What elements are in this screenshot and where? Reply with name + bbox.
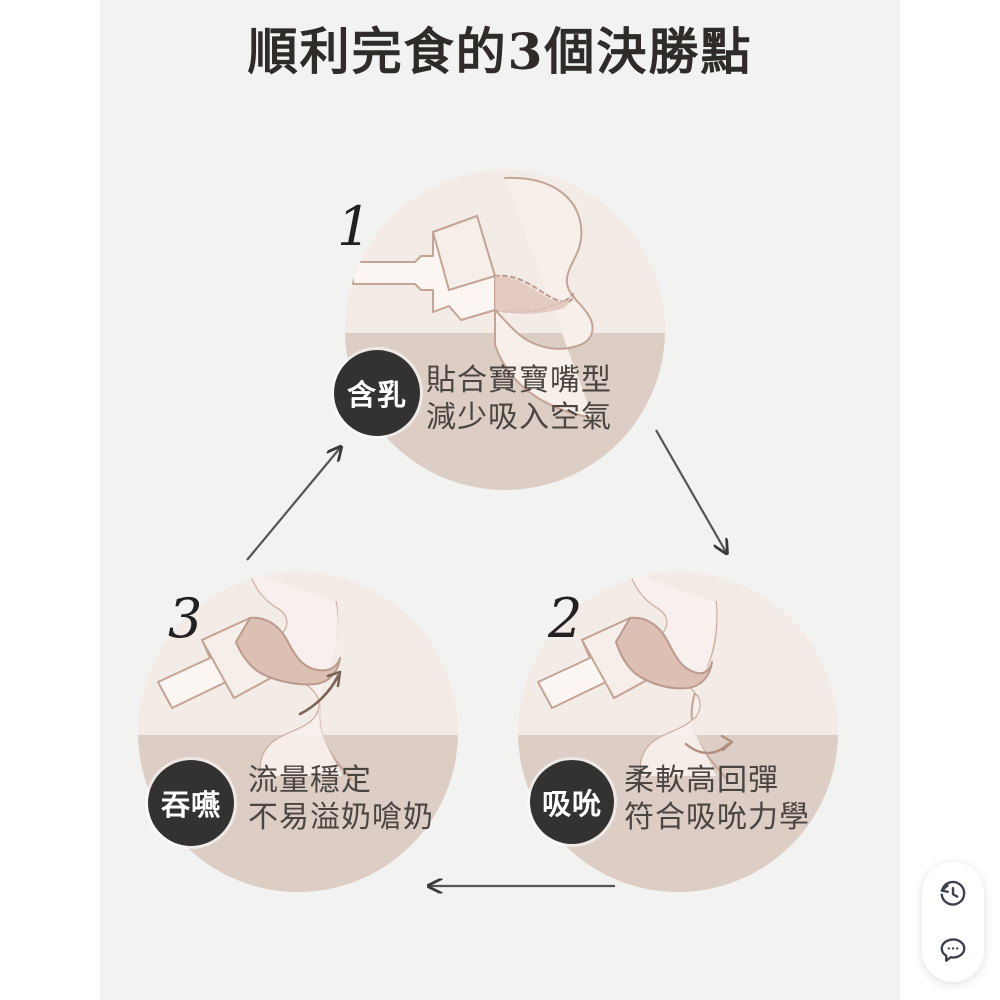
- step-badge-3: 吞嚥: [148, 760, 234, 846]
- history-clock-icon[interactable]: [930, 871, 976, 917]
- step-3-illustration: [157, 572, 353, 781]
- page-title: 順利完食的3個決勝點: [247, 22, 753, 81]
- step-caption-2-line2: 符合吸吮力學: [624, 800, 810, 834]
- step-badge-1: 含乳: [334, 350, 420, 436]
- step-caption-1: 貼合寶寶嘴型 減少吸入空氣: [426, 363, 612, 436]
- step-caption-2: 柔軟高回彈 符合吸吮力學: [624, 763, 810, 836]
- step-number-2: 2: [548, 587, 583, 650]
- infographic-canvas: 順利完食的3個決勝點: [100, 0, 900, 1000]
- step-1-illustration: [352, 176, 594, 419]
- step-2-illustration: [537, 572, 734, 779]
- step-caption-1-line2: 減少吸入空氣: [426, 400, 612, 434]
- step-badge-2: 吸吮: [530, 760, 614, 844]
- step-caption-3-line1: 流量穩定: [248, 764, 372, 797]
- floating-action-pill: [922, 862, 984, 982]
- step-caption-3: 流量穩定 不易溢奶嗆奶: [248, 763, 434, 836]
- step-caption-1-line1: 貼合寶寶嘴型: [426, 364, 612, 397]
- step-number-1: 1: [337, 195, 372, 258]
- step-circle-2: [518, 572, 838, 892]
- chat-bubble-icon[interactable]: [930, 927, 976, 973]
- arrow-step1-to-step2: [655, 429, 726, 552]
- arrow-step3-to-step1: [246, 448, 340, 561]
- step-circle-1: [345, 170, 665, 490]
- step-number-3: 3: [168, 587, 203, 650]
- step-caption-2-line1: 柔軟高回彈: [624, 764, 779, 797]
- step-caption-3-line2: 不易溢奶嗆奶: [248, 800, 434, 834]
